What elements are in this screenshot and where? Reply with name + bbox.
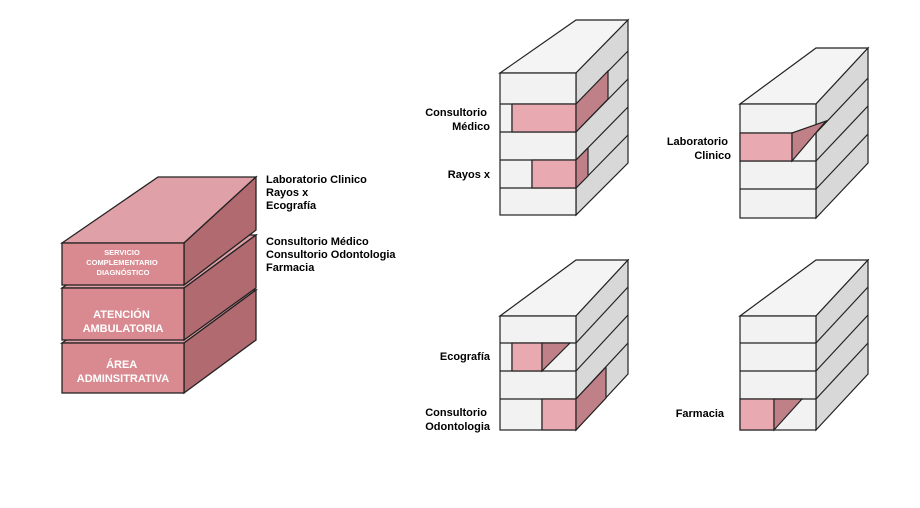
level-stack: ÁREA ADMINSITRATIVA ATENCIÓN AMBULATORIA… xyxy=(59,175,258,395)
building-label-ecografia: Ecografía xyxy=(440,351,491,363)
building-label-consultorio-odontologia: Consultorio Odontologia xyxy=(425,407,491,433)
slab-label-line: ÁREA xyxy=(106,358,137,371)
building-laboratorio xyxy=(738,46,870,220)
svg-text:ATENCIÓN AMBULATORIA: ATENCIÓN AMBULATORIA xyxy=(83,308,164,335)
building-label-farmacia: Farmacia xyxy=(676,408,725,420)
building-consultorio-rayos xyxy=(498,18,630,217)
slab-servicio-complementario: SERVICIO COMPLEMENTARIO DIAGNÓSTICO xyxy=(59,175,258,287)
building-label-laboratorio-clinico: Laboratorio Clinico xyxy=(667,136,731,162)
svg-text:SERVICIO COMPLEMENTARI: SERVICIO COMPLEMENTARIO DIAGNÓSTICO xyxy=(86,248,160,277)
slab-label-line: AMBULATORIA xyxy=(83,323,164,335)
slab-label-line: ATENCIÓN xyxy=(93,308,150,321)
building-farmacia xyxy=(738,258,870,432)
slab-label-line: SERVICIO xyxy=(104,248,140,257)
slab-label-line: ADMINSITRATIVA xyxy=(77,373,170,385)
slab-label-line: COMPLEMENTARIO xyxy=(86,258,158,267)
stack-annotation-middle: Consultorio Médico Consultorio Odontolog… xyxy=(266,236,399,274)
slab-label-line: DIAGNÓSTICO xyxy=(97,268,150,277)
building-ecografia-odontologia xyxy=(498,258,630,432)
building-label-rayos-x: Rayos x xyxy=(448,169,491,181)
stack-annotation-top: Laboratorio Clinico Rayos x Ecografía xyxy=(266,174,370,212)
svg-text:ÁREA ADMINSITRATIVA: ÁREA ADMINSITRATIVA xyxy=(77,358,170,385)
building-label-consultorio-medico: Consultorio Médico xyxy=(425,107,490,133)
